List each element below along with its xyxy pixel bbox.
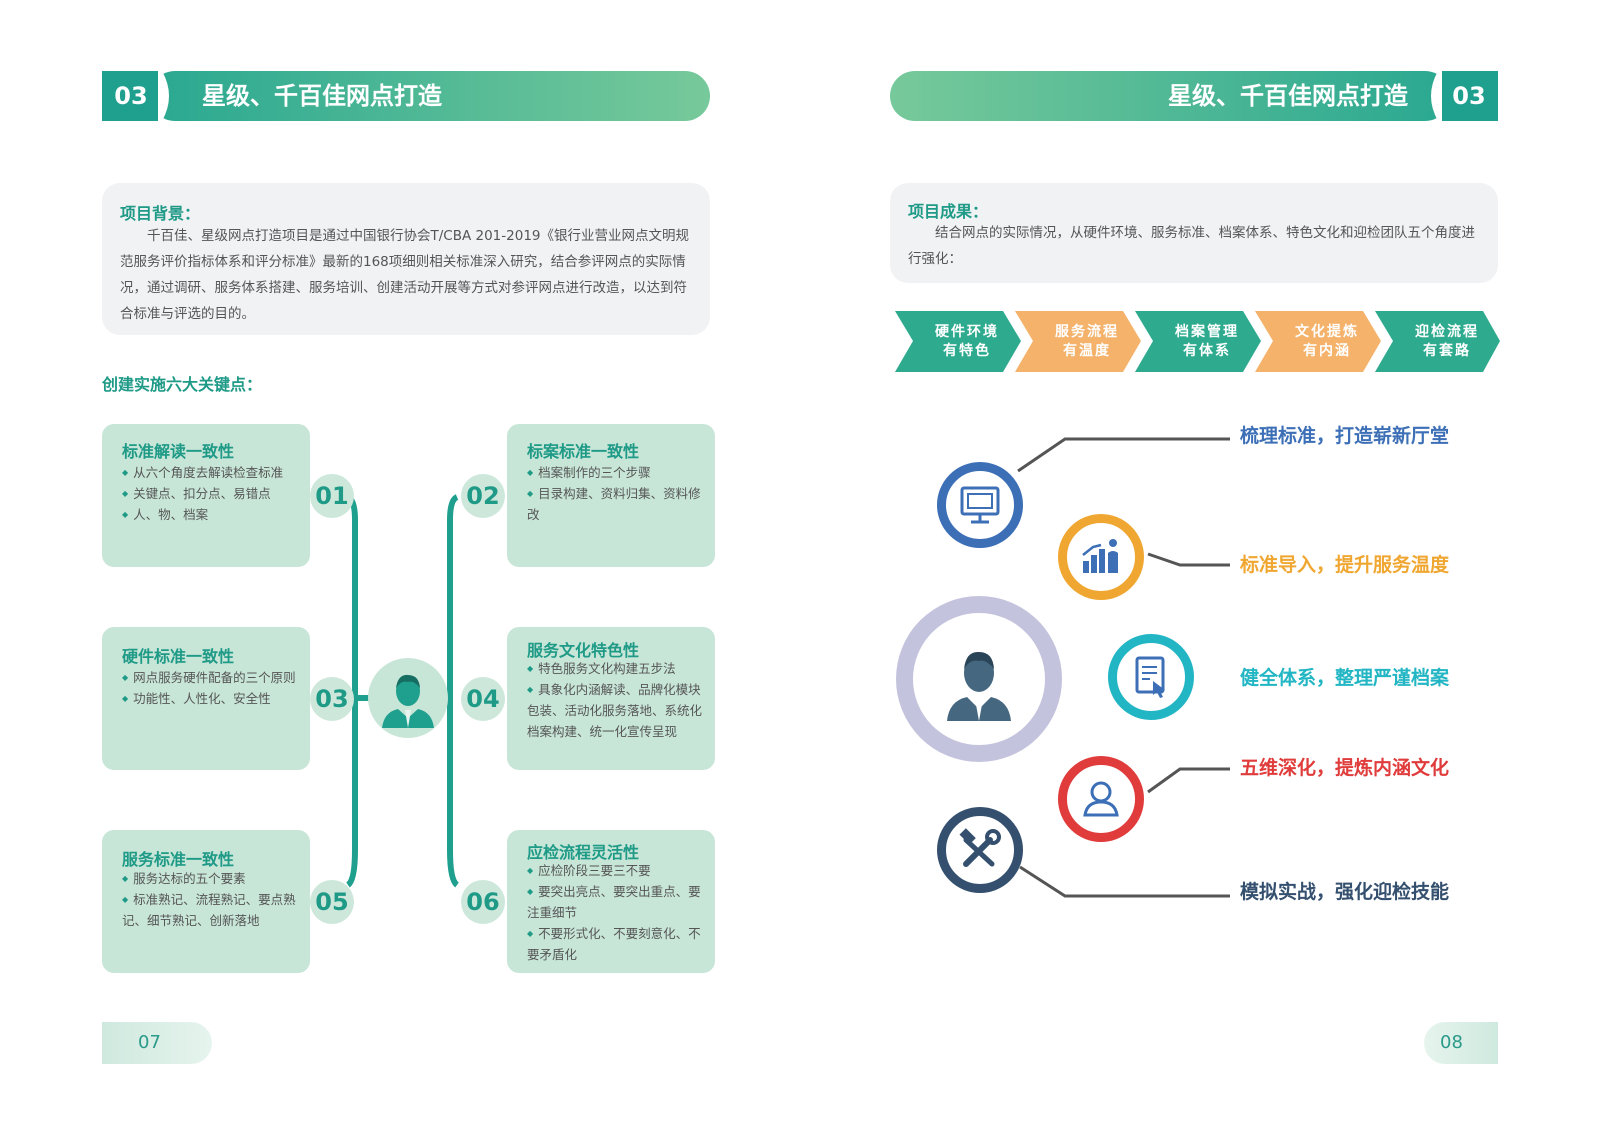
- document-icon: [1135, 656, 1165, 698]
- achievement-text-4: 五维深化，提炼内涵文化: [1240, 757, 1450, 779]
- keypoint-item: 服务达标的五个要素: [122, 868, 298, 889]
- keypoint-card-04: 服务文化特色性 特色服务文化构建五步法 具象化内涵解读、品牌化模块包装、活动化服…: [507, 627, 715, 770]
- keypoint-item: 应检阶段三要三不要: [527, 860, 703, 881]
- keypoint-number-05: 05: [310, 880, 354, 924]
- step-label: 迎检流程: [1415, 324, 1479, 340]
- banner-notch: [1431, 71, 1442, 121]
- person-icon: [382, 674, 434, 728]
- banner-notch: [158, 71, 169, 121]
- banner-number: 03: [1440, 71, 1498, 121]
- keypoint-list: 服务达标的五个要素 标准熟记、流程熟记、要点熟记、细节熟记、创新落地: [122, 868, 298, 931]
- banner-number: 03: [102, 71, 160, 121]
- page-number-right: 08: [1424, 1022, 1498, 1064]
- keypoint-number-03: 03: [310, 677, 354, 721]
- background-heading: 项目背景：: [120, 204, 201, 223]
- keypoint-card-03: 硬件标准一致性 网点服务硬件配备的三个原则 功能性、人性化、安全性: [102, 627, 310, 770]
- keypoint-card-06: 应检流程灵活性 应检阶段三要三不要 要突出亮点、要突出重点、要注重细节 不要形式…: [507, 830, 715, 973]
- keypoint-item: 目录构建、资料归集、资料修改: [527, 483, 703, 525]
- step-3: 档案管理有体系: [1153, 311, 1261, 372]
- achievement-connectors: [1017, 437, 1230, 898]
- banner-title: 星级、千百佳网点打造: [1168, 82, 1408, 110]
- left-banner: 03 星级、千百佳网点打造: [102, 71, 710, 121]
- user-icon: [1083, 781, 1119, 817]
- keypoint-item: 要突出亮点、要突出重点、要注重细节: [527, 881, 703, 923]
- results-box: 项目成果： 结合网点的实际情况，从硬件环境、服务标准、档案体系、特色文化和迎检团…: [890, 183, 1498, 283]
- achievement-text-2: 标准导入，提升服务温度: [1240, 554, 1450, 576]
- keypoint-title: 应检流程灵活性: [527, 843, 640, 862]
- keypoint-item: 具象化内涵解读、品牌化模块包装、活动化服务落地、系统化档案构建、统一化宣传呈现: [527, 679, 703, 742]
- keypoint-number-06: 06: [461, 880, 505, 924]
- keypoint-title: 服务文化特色性: [527, 641, 640, 660]
- background-text: 千百佳、星级网点打造项目是通过中国银行协会T/CBA 201-2019《银行业营…: [120, 228, 690, 322]
- background-box: 项目背景： 千百佳、星级网点打造项目是通过中国银行协会T/CBA 201-201…: [102, 183, 710, 335]
- growth-chart-icon: [1082, 539, 1118, 573]
- keypoint-card-01: 标准解读一致性 从六个角度去解读检查标准 关键点、扣分点、易错点 人、物、档案: [102, 424, 310, 567]
- banner-bar: [150, 71, 710, 121]
- keypoint-title: 服务标准一致性: [122, 850, 235, 869]
- keypoint-number-04: 04: [461, 677, 505, 721]
- step-4: 文化提炼有内涵: [1273, 311, 1381, 372]
- keypoint-card-05: 服务标准一致性 服务达标的五个要素 标准熟记、流程熟记、要点熟记、细节熟记、创新…: [102, 830, 310, 973]
- keypoint-item: 关键点、扣分点、易错点: [122, 483, 298, 504]
- step-label: 硬件环境: [935, 324, 999, 340]
- achievement-icon-3: [1108, 634, 1194, 720]
- achievement-icon-4: [1058, 756, 1144, 842]
- step-5: 迎检流程有套路: [1393, 311, 1501, 372]
- keypoint-item: 不要形式化、不要刻意化、不要矛盾化: [527, 923, 703, 965]
- keypoint-item: 从六个角度去解读检查标准: [122, 462, 298, 483]
- keypoint-item: 人、物、档案: [122, 504, 298, 525]
- results-heading: 项目成果：: [908, 202, 989, 221]
- step-label: 档案管理: [1175, 324, 1239, 340]
- tools-icon: [959, 828, 1001, 867]
- keypoint-title: 标准解读一致性: [122, 442, 235, 461]
- keypoint-list: 从六个角度去解读检查标准 关键点、扣分点、易错点 人、物、档案: [122, 462, 298, 525]
- keypoint-number-02: 02: [461, 474, 505, 518]
- step-sublabel: 有套路: [1423, 343, 1471, 359]
- page-number-text: 08: [1440, 1032, 1463, 1053]
- keypoint-list: 特色服务文化构建五步法 具象化内涵解读、品牌化模块包装、活动化服务落地、系统化档…: [527, 658, 703, 742]
- keypoints-heading: 创建实施六大关键点：: [102, 375, 263, 394]
- step-sublabel: 有体系: [1183, 343, 1231, 359]
- steps-shapes: [895, 311, 1500, 372]
- keypoint-item: 功能性、人性化、安全性: [122, 688, 298, 709]
- banner-bar: [890, 71, 1450, 121]
- step-label: 服务流程: [1055, 324, 1119, 340]
- achievement-icon-1: [937, 462, 1023, 548]
- results-text: 结合网点的实际情况，从硬件环境、服务标准、档案体系、特色文化和迎检团队五个角度进…: [908, 225, 1475, 267]
- achievement-icon-2: [1058, 514, 1144, 600]
- step-1: 硬件环境有特色: [913, 311, 1021, 372]
- keypoint-title: 标案标准一致性: [527, 442, 640, 461]
- page-number-left: 07: [102, 1022, 212, 1064]
- achievement-text-1: 梳理标准，打造崭新厅堂: [1240, 425, 1450, 447]
- team-avatar-ring: [896, 596, 1062, 762]
- keypoint-card-02: 标案标准一致性 档案制作的三个步骤 目录构建、资料归集、资料修改: [507, 424, 715, 567]
- right-banner: 03 星级、千百佳网点打造: [890, 71, 1498, 121]
- keypoint-item: 特色服务文化构建五步法: [527, 658, 703, 679]
- keypoint-item: 档案制作的三个步骤: [527, 462, 703, 483]
- keypoint-list: 档案制作的三个步骤 目录构建、资料归集、资料修改: [527, 462, 703, 525]
- keypoint-list: 网点服务硬件配备的三个原则 功能性、人性化、安全性: [122, 667, 298, 709]
- step-sublabel: 有内涵: [1303, 343, 1351, 359]
- person-icon: [947, 651, 1011, 721]
- achievement-text-3: 健全体系，整理严谨档案: [1240, 667, 1450, 689]
- step-2: 服务流程有温度: [1033, 311, 1141, 372]
- achievement-icon-5: [937, 807, 1023, 893]
- step-sublabel: 有温度: [1063, 343, 1111, 359]
- keypoint-title: 硬件标准一致性: [122, 647, 235, 666]
- keypoint-list: 应检阶段三要三不要 要突出亮点、要突出重点、要注重细节 不要形式化、不要刻意化、…: [527, 860, 703, 965]
- step-sublabel: 有特色: [943, 343, 991, 359]
- keypoint-item: 网点服务硬件配备的三个原则: [122, 667, 298, 688]
- keypoint-item: 标准熟记、流程熟记、要点熟记、细节熟记、创新落地: [122, 889, 298, 931]
- banner-title: 星级、千百佳网点打造: [202, 82, 442, 110]
- step-label: 文化提炼: [1295, 324, 1359, 340]
- achievement-text-5: 模拟实战，强化迎检技能: [1240, 881, 1450, 903]
- monitor-icon: [960, 486, 1000, 524]
- page-number-text: 07: [138, 1032, 161, 1053]
- center-avatar: [368, 658, 448, 738]
- keypoint-number-01: 01: [310, 474, 354, 518]
